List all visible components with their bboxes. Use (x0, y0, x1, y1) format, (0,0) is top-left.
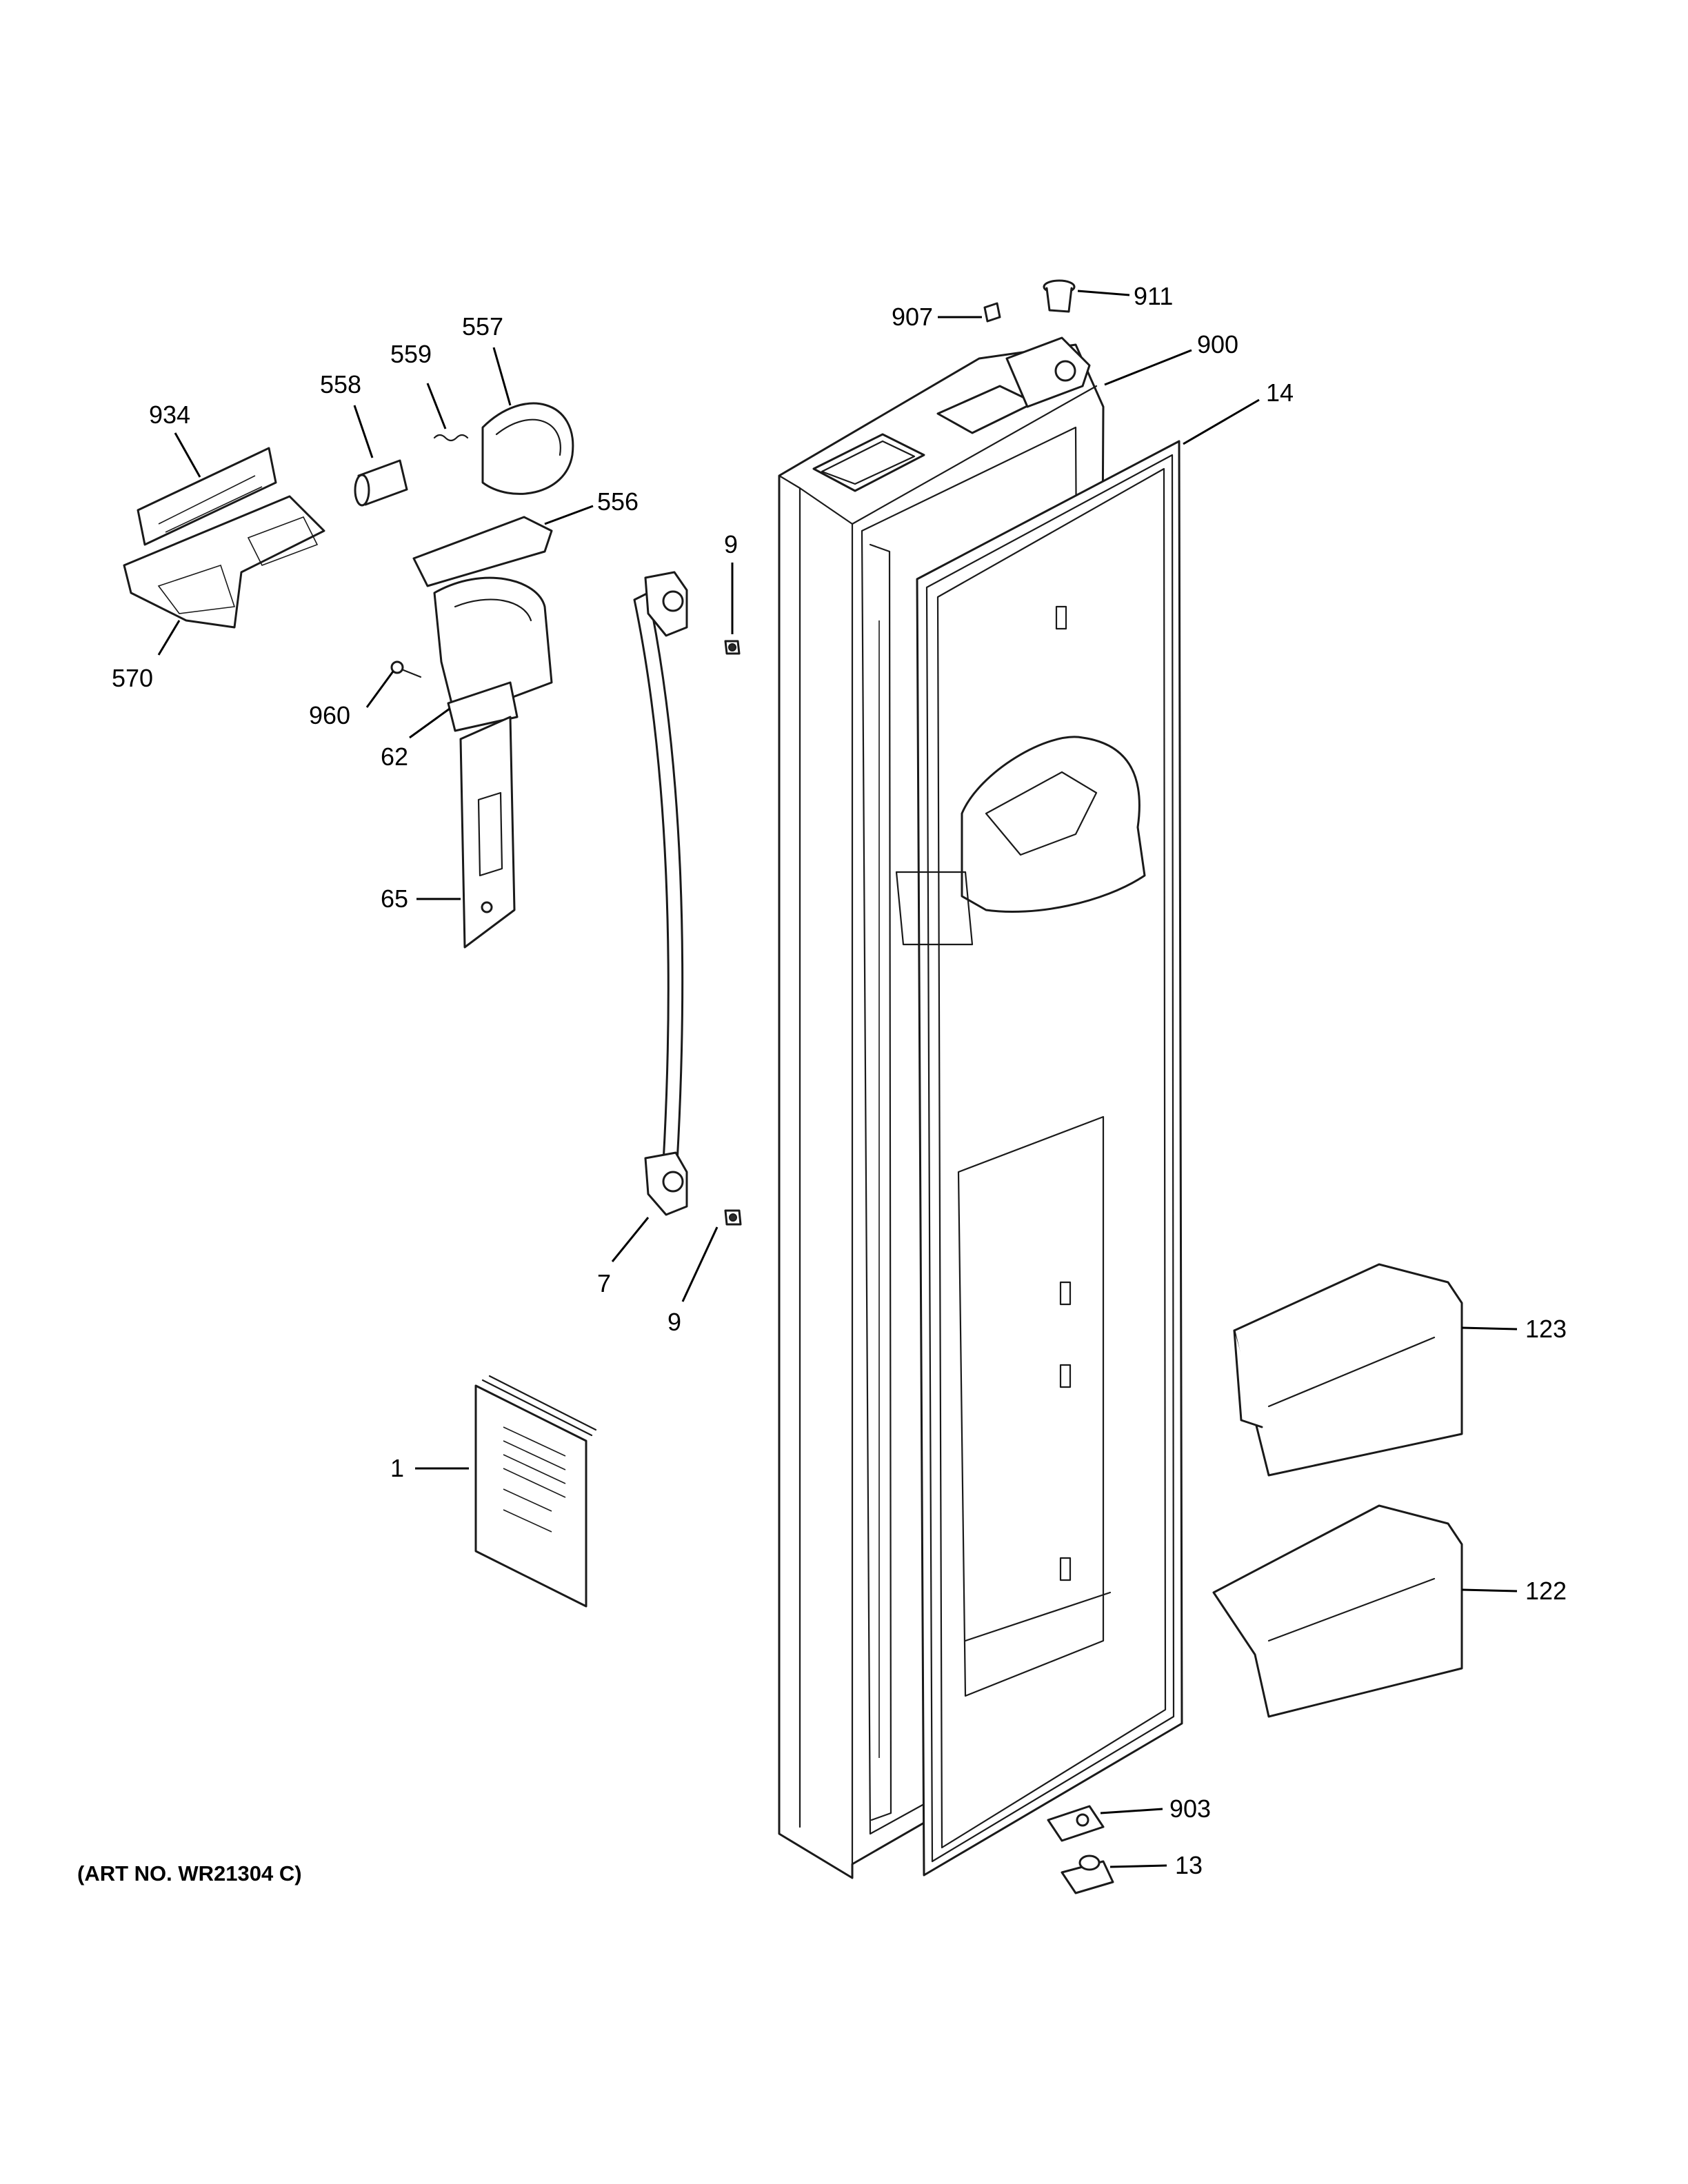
motor-part-558 (354, 459, 408, 507)
callout-122: 122 (1525, 1577, 1567, 1605)
callout-7: 7 (597, 1269, 611, 1297)
part-907 (983, 302, 1001, 323)
callout-14: 14 (1266, 378, 1294, 407)
callout-123: 123 (1525, 1315, 1567, 1343)
callout-960: 960 (309, 701, 350, 729)
callout-559: 559 (390, 340, 432, 368)
handle-part-7 (633, 571, 688, 1216)
door-flap-part-557 (481, 402, 574, 495)
control-board-part-934 (137, 447, 277, 546)
door-gasket-part-14 (895, 440, 1183, 1877)
screw-part-9-bottom (724, 1209, 742, 1226)
callout-labels: 907 911 900 14 557 559 558 934 556 570 9… (112, 282, 1567, 1879)
callout-907: 907 (892, 303, 933, 331)
callout-570: 570 (112, 664, 153, 692)
chute-part-62 (433, 576, 553, 732)
leader-lines (157, 290, 1518, 1868)
callout-903: 903 (1169, 1794, 1211, 1823)
door-bin-part-123 (1233, 1263, 1463, 1477)
callout-62: 62 (381, 742, 408, 771)
callout-65: 65 (381, 884, 408, 913)
callout-9-bottom: 9 (667, 1308, 681, 1336)
manual-part-1 (474, 1375, 597, 1608)
callout-934: 934 (149, 401, 190, 429)
callout-556: 556 (597, 487, 639, 516)
part-911 (1043, 279, 1076, 313)
callout-900: 900 (1197, 330, 1238, 358)
paddle-part-65 (459, 716, 516, 949)
art-number: (ART NO. WR21304 C) (77, 1861, 302, 1885)
callout-9-top: 9 (724, 530, 738, 558)
door-bin-part-122 (1212, 1504, 1463, 1718)
callout-557: 557 (462, 312, 503, 341)
spring-part-559 (433, 434, 469, 442)
callout-911: 911 (1134, 282, 1173, 310)
callout-1: 1 (390, 1454, 404, 1482)
screw-part-9-top (724, 640, 741, 655)
hinge-washer-part-903 (1047, 1805, 1105, 1842)
callout-13: 13 (1175, 1851, 1203, 1879)
board-housing-part-570 (123, 495, 325, 629)
screw-part-960 (390, 660, 422, 678)
bracket-part-556 (412, 516, 553, 587)
callout-558: 558 (320, 370, 361, 398)
hinge-bushing-part-13 (1061, 1854, 1114, 1894)
